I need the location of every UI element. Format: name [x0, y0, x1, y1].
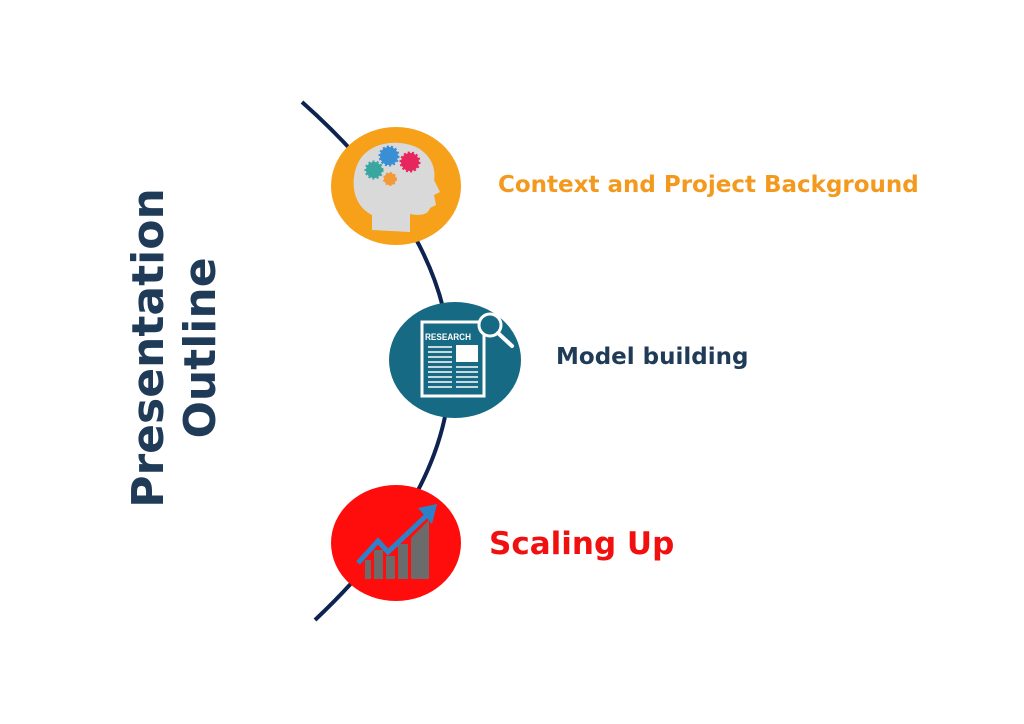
item-label-scaling-up: Scaling Up [489, 526, 675, 562]
head-gears-icon [331, 127, 461, 245]
item-label-model-building: Model building [556, 344, 749, 370]
research-label: RESEARCH [425, 332, 471, 342]
item-label-context: Context and Project Background [498, 172, 919, 198]
magnifier-icon [477, 312, 503, 338]
research-document-icon: RESEARCH [389, 302, 521, 418]
title-line-2: Outline [175, 257, 226, 439]
page-title: Presentation Outline [123, 188, 227, 508]
growth-chart-icon [331, 485, 461, 601]
title-line-1: Presentation [123, 188, 174, 508]
